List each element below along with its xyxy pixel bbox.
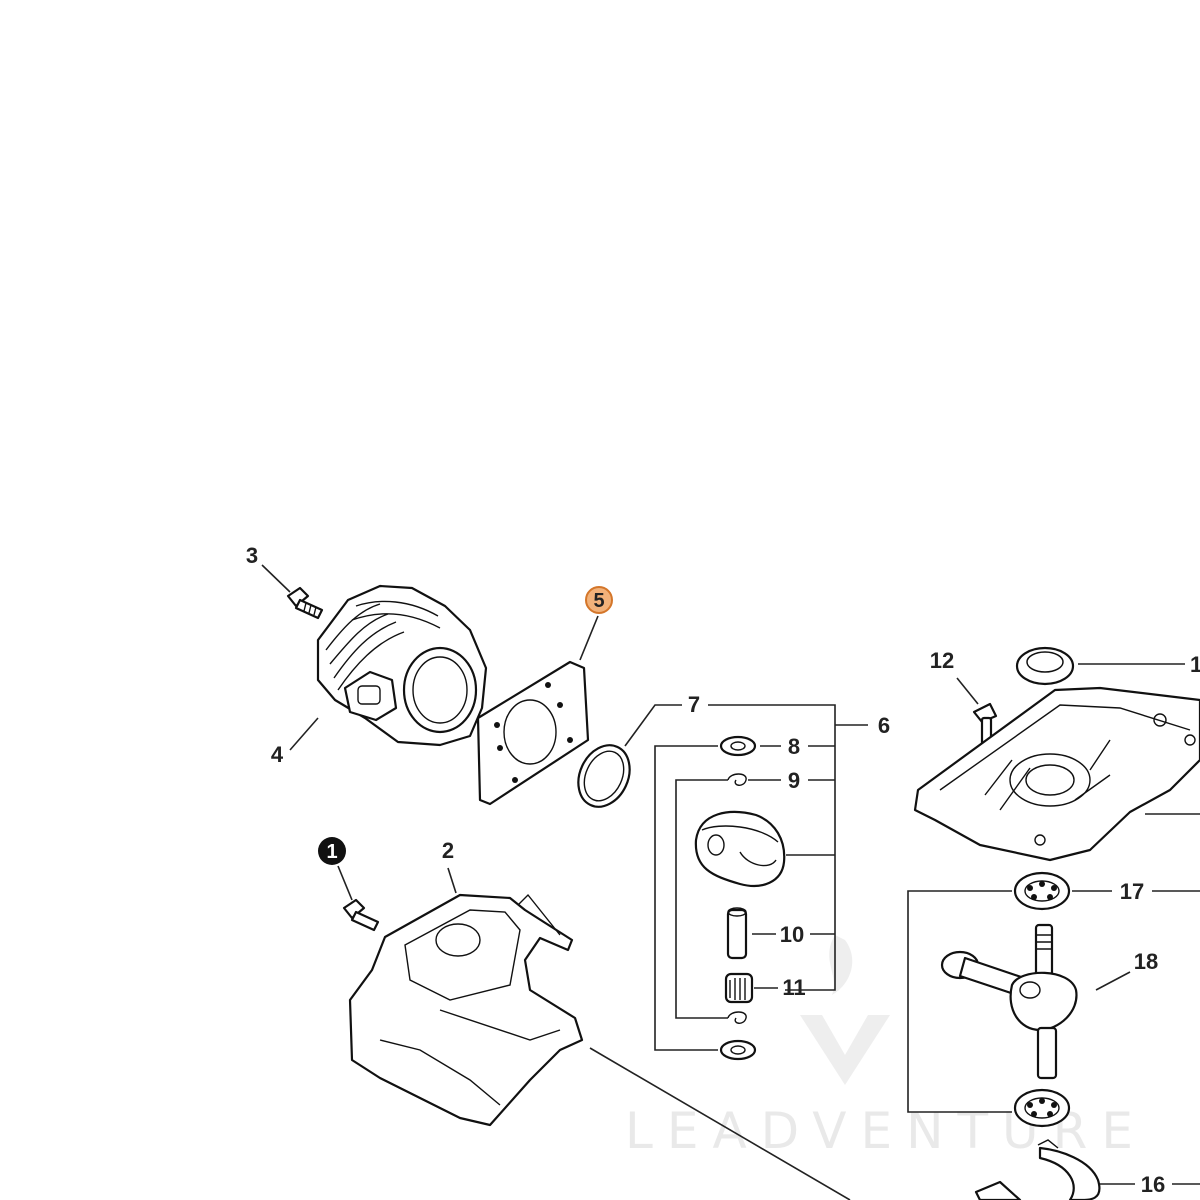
callout-11-label[interactable]: 11 <box>782 975 805 1000</box>
callout-1-label: 1 <box>326 841 337 863</box>
leader-5 <box>579 615 599 661</box>
callout-4-label[interactable]: 4 <box>271 742 284 767</box>
callout-12-label[interactable]: 12 <box>930 648 954 673</box>
part-10-pin[interactable] <box>726 907 748 960</box>
part-3-bolt[interactable] <box>261 564 324 620</box>
callout-5-badge <box>585 586 613 614</box>
part-13-seal[interactable] <box>1015 646 1185 686</box>
leader-3 <box>261 564 291 593</box>
part-17-bearing-top[interactable] <box>1013 871 1071 911</box>
part-5-gasket[interactable] <box>476 615 599 806</box>
callout-6-label[interactable]: 6 <box>878 713 890 738</box>
leader-1 <box>337 865 353 901</box>
callout-9-label[interactable]: 9 <box>788 768 800 793</box>
callout-5[interactable]: 5 <box>585 586 613 614</box>
callout-1[interactable]: 1 <box>318 837 346 865</box>
callout-5-label: 5 <box>593 590 604 612</box>
part-17-bearing-bottom[interactable] <box>1013 1088 1071 1128</box>
part-piston[interactable] <box>694 810 786 888</box>
part-1-bolt[interactable] <box>337 865 380 932</box>
callout-17-label[interactable]: 17 <box>1120 879 1144 904</box>
callout-16-label[interactable]: 16 <box>1141 1172 1165 1197</box>
callout-18-label[interactable]: 18 <box>1134 949 1158 974</box>
bracket-17 <box>907 890 1012 1113</box>
callout-3-label[interactable]: 3 <box>246 543 258 568</box>
callout-1-badge <box>318 837 346 865</box>
leader-18 <box>1095 971 1131 991</box>
callout-2-label[interactable]: 2 <box>442 838 454 863</box>
leader-7 <box>624 704 682 747</box>
part-9-clip-bottom[interactable] <box>727 1011 747 1024</box>
part-8-washer-bottom[interactable] <box>719 1039 757 1061</box>
bracket-6 <box>708 704 836 991</box>
part-16-clip[interactable] <box>974 1139 1200 1200</box>
watermark-logo: LEADVENTURE <box>625 935 1133 1160</box>
part-18-crankshaft[interactable] <box>940 923 1131 1080</box>
part-7-ring[interactable] <box>569 704 682 815</box>
bracket-9 <box>675 779 728 1019</box>
leader-line-long <box>589 1047 851 1200</box>
part-4-cylinder[interactable] <box>289 584 488 751</box>
part-crankcase[interactable] <box>913 686 1200 862</box>
callout-13-label[interactable]: 1 <box>1190 652 1200 677</box>
callout-8-label[interactable]: 8 <box>788 734 800 759</box>
callout-7-label[interactable]: 7 <box>688 692 700 717</box>
part-8-washer-top[interactable] <box>719 735 757 757</box>
part-9-clip-top[interactable] <box>727 773 747 786</box>
leader-2 <box>447 867 457 894</box>
part-11-bearing[interactable] <box>724 972 754 1004</box>
callout-10-label[interactable]: 10 <box>780 922 804 947</box>
part-2-cover[interactable] <box>348 867 851 1200</box>
leader-4 <box>289 717 319 751</box>
bracket-8 <box>654 745 718 1051</box>
leader-12 <box>956 677 979 705</box>
